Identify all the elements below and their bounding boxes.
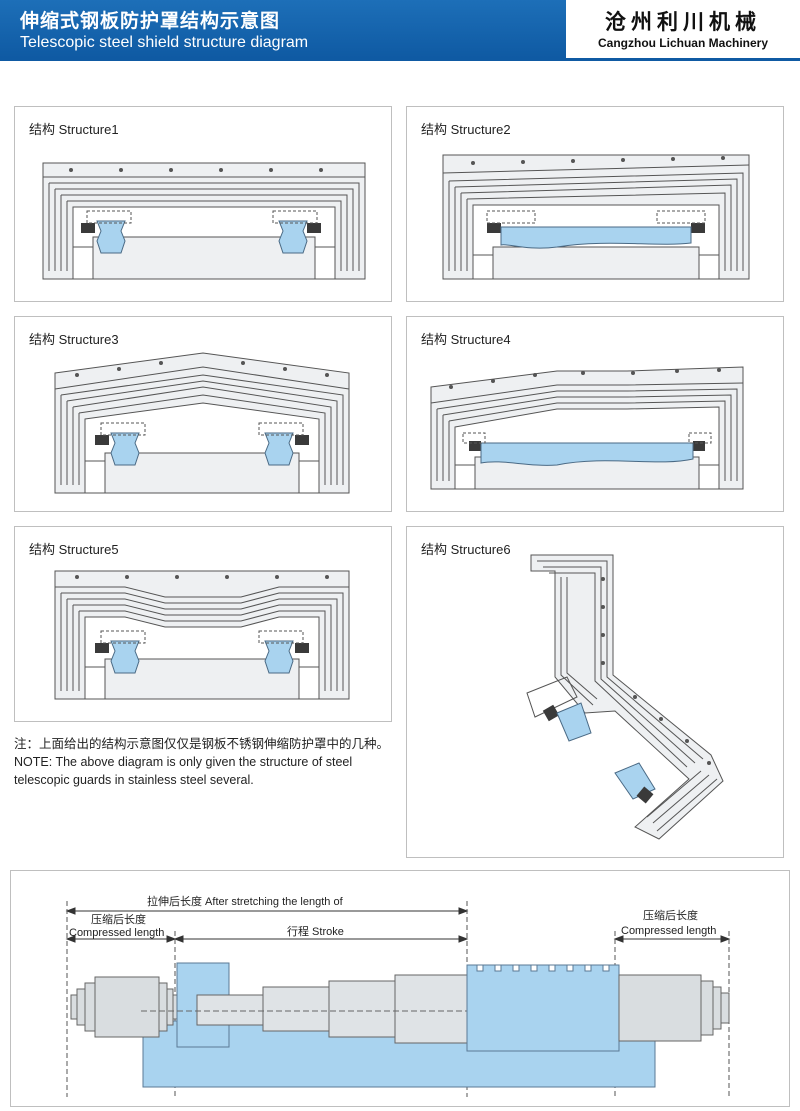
structure-1-label: 结构 Structure1 <box>29 122 119 137</box>
telescopic-length-diagram: 拉伸后长度 After stretching the length of 压缩后… <box>65 894 731 1097</box>
structure-3-diagram <box>54 352 350 494</box>
structure-2-diagram <box>442 154 750 280</box>
page-header: 伸缩式钢板防护罩结构示意图 Telescopic steel shield st… <box>0 0 800 62</box>
note-cn: 注：上面给出的结构示意图仅仅是钢板不锈钢伸缩防护罩中的几种。 <box>14 737 390 751</box>
compressed-length-right-en: Compressed length <box>621 925 716 937</box>
header-rule <box>0 58 800 61</box>
company-name-cn: 沧州利川机械 <box>605 11 761 34</box>
structure-6-panel: 结构 Structure6 <box>406 526 784 858</box>
note-block: 注：上面给出的结构示意图仅仅是钢板不锈钢伸缩防护罩中的几种。 NOTE: The… <box>14 735 404 789</box>
structure-1-panel: 结构 Structure1 <box>14 106 392 302</box>
telescopic-length-diagram-panel: 拉伸后长度 After stretching the length of 压缩后… <box>10 870 790 1107</box>
structure-6-label: 结构 Structure6 <box>421 542 511 557</box>
structure-2-panel: 结构 Structure2 <box>406 106 784 302</box>
structure-3-panel: 结构 Structure3 <box>14 316 392 512</box>
compressed-length-right-cn: 压缩后长度 <box>643 908 698 922</box>
stroke-label: 行程 Stroke <box>287 925 344 938</box>
compressed-length-left-cn: 压缩后长度 <box>91 912 146 926</box>
structure-5-panel: 结构 Structure5 <box>14 526 392 722</box>
compressed-length-left-en: Compressed length <box>69 927 164 939</box>
header-title-block: 伸缩式钢板防护罩结构示意图 Telescopic steel shield st… <box>0 0 566 58</box>
page-title-en: Telescopic steel shield structure diagra… <box>20 34 309 51</box>
structure-4-label: 结构 Structure4 <box>421 332 511 347</box>
structure-4-panel: 结构 Structure4 <box>406 316 784 512</box>
structure-3-label: 结构 Structure3 <box>29 332 119 347</box>
structure-6-diagram <box>526 554 724 840</box>
structure-4-diagram <box>430 366 744 490</box>
note-en: NOTE: The above diagram is only given th… <box>14 755 353 787</box>
structure-2-label: 结构 Structure2 <box>421 122 511 137</box>
structure-5-diagram <box>54 570 350 700</box>
company-block: 沧州利川机械 Cangzhou Lichuan Machinery <box>566 0 800 60</box>
stretched-length-label: 拉伸后长度 After stretching the length of <box>147 894 344 908</box>
company-name-en: Cangzhou Lichuan Machinery <box>597 36 768 50</box>
structure-5-label: 结构 Structure5 <box>29 542 119 557</box>
structure-1-diagram <box>42 162 366 280</box>
page-title-cn: 伸缩式钢板防护罩结构示意图 <box>20 11 281 32</box>
